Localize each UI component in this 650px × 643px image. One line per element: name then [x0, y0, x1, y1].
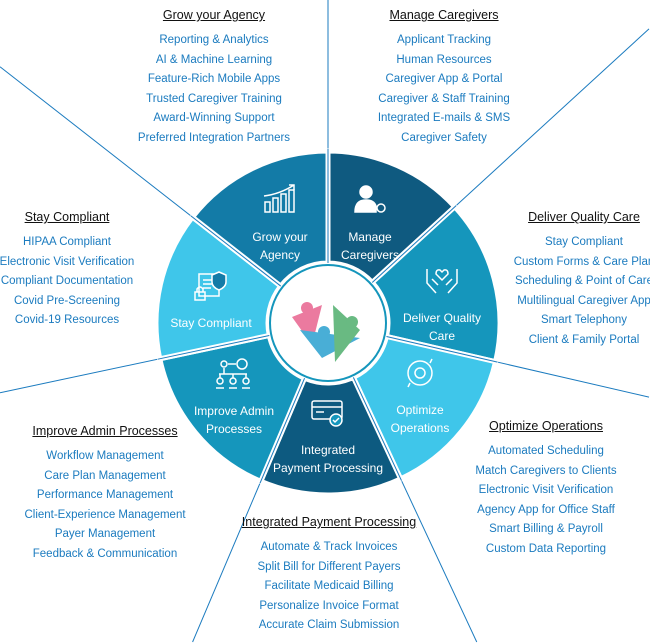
feature-link[interactable]: HIPAA Compliant: [23, 236, 111, 248]
user-gear-icon: [352, 184, 388, 216]
section-payment: Integrated Payment Processing Automate &…: [219, 514, 439, 636]
feature-link[interactable]: Stay Compliant: [545, 236, 623, 248]
segment-label-line: Caregivers: [340, 248, 400, 262]
feature-link[interactable]: Multilingual Caregiver App: [517, 294, 650, 307]
feature-link[interactable]: Covid Pre-Screening: [13, 294, 121, 307]
wheel-segment[interactable]: [368, 203, 503, 365]
section-admin: Improve Admin Processes Workflow Managem…: [0, 423, 215, 564]
section-optimize: Optimize Operations Automated Scheduling…: [436, 418, 650, 559]
feature-link[interactable]: Accurate Claim Submission: [258, 619, 400, 631]
feature-link[interactable]: Preferred Integration Partners: [137, 131, 291, 144]
logo-icon: [292, 302, 360, 362]
center-circle: [275, 270, 381, 376]
section-title: Manage Caregivers: [389, 8, 499, 22]
section-title: Optimize Operations: [489, 419, 603, 433]
feature-link[interactable]: Workflow Management: [46, 450, 164, 462]
segment-label-line: Manage: [348, 230, 392, 244]
section-title: Deliver Quality Care: [528, 210, 640, 224]
feature-link[interactable]: Applicant Tracking: [397, 34, 491, 46]
feature-link[interactable]: Client & Family Portal: [528, 333, 640, 346]
segment-label-line: Grow your: [252, 230, 308, 244]
segment-label-line: Integrated: [300, 443, 356, 457]
feature-link[interactable]: Payer Management: [54, 528, 156, 540]
segment-label-line: Operations: [390, 421, 450, 435]
feature-link[interactable]: Smart Telephony: [540, 314, 628, 326]
org-chart-gear-icon: [216, 358, 252, 390]
document-shield-lock-icon: [193, 270, 229, 302]
segment-label-line: Improve Admin: [193, 404, 275, 418]
feature-link[interactable]: Facilitate Medicaid Billing: [264, 580, 394, 592]
feature-link[interactable]: Feature-Rich Mobile Apps: [147, 73, 281, 85]
divider-line: [352, 377, 402, 481]
feature-link[interactable]: Automated Scheduling: [488, 445, 604, 457]
feature-link[interactable]: Integrated E-mails & SMS: [377, 112, 511, 124]
feature-link[interactable]: Caregiver & Staff Training: [378, 92, 510, 105]
divider-line: [386, 336, 498, 363]
feature-link[interactable]: Scheduling & Point of Care: [514, 275, 650, 287]
feature-link[interactable]: Custom Data Reporting: [485, 542, 607, 555]
feature-link[interactable]: Covid-19 Resources: [14, 314, 120, 326]
feature-link[interactable]: Smart Billing & Payroll: [489, 523, 603, 535]
feature-link[interactable]: Electronic Visit Verification: [478, 484, 614, 496]
divider-line: [157, 334, 270, 360]
segment-label-line: Processes: [205, 422, 263, 436]
wheel-segment[interactable]: [257, 374, 405, 498]
segment-label-line: Deliver Quality: [402, 311, 482, 325]
feature-link[interactable]: Automate & Track Invoices: [260, 541, 398, 553]
section-title: Integrated Payment Processing: [241, 515, 417, 529]
feature-link[interactable]: Performance Management: [36, 489, 174, 501]
feature-link[interactable]: Personalize Invoice Format: [259, 599, 399, 612]
wheel-segment[interactable]: [325, 148, 459, 286]
section-title: Improve Admin Processes: [32, 424, 178, 438]
feature-link[interactable]: Caregiver App & Portal: [385, 73, 503, 85]
wheel-segment[interactable]: [156, 332, 308, 485]
divider-line: [371, 205, 457, 283]
feature-link[interactable]: Electronic Visit Verification: [0, 255, 135, 268]
feature-link[interactable]: Trusted Caregiver Training: [146, 92, 282, 105]
section-title: Grow your Agency: [162, 8, 266, 22]
feature-link[interactable]: Award-Winning Support: [153, 112, 275, 124]
feature-link[interactable]: Caregiver Safety: [401, 131, 487, 144]
divider-line: [259, 378, 306, 484]
feature-link[interactable]: Care Plan Management: [44, 469, 166, 482]
feature-link[interactable]: Split Bill for Different Payers: [257, 560, 401, 573]
segment-label-line: Agency: [259, 248, 301, 262]
feature-link[interactable]: Agency App for Office Staff: [477, 503, 615, 516]
segment-label-line: Payment Processing: [272, 461, 384, 475]
segment-label-line: Stay Compliant: [170, 316, 252, 330]
feature-link[interactable]: Match Caregivers to Clients: [475, 464, 617, 477]
feature-link[interactable]: Custom Forms & Care Plan: [513, 255, 650, 268]
section-title: Stay Compliant: [24, 210, 110, 224]
heart-hands-icon: [424, 265, 460, 297]
gear-cycle-icon: [402, 357, 438, 389]
feature-link[interactable]: AI & Machine Learning: [155, 53, 273, 66]
feature-link[interactable]: Client-Experience Management: [24, 508, 186, 521]
feature-link[interactable]: Compliant Documentation: [0, 275, 134, 287]
segment-label-line: Optimize: [396, 403, 444, 417]
segment-label-line: Care: [428, 329, 455, 343]
feature-link[interactable]: Reporting & Analytics: [159, 34, 269, 46]
segment-label: Stay Compliant: [151, 314, 271, 332]
wheel-segment[interactable]: [350, 333, 499, 483]
feature-link[interactable]: Feedback & Communication: [32, 547, 178, 560]
feature-link[interactable]: Human Resources: [396, 53, 492, 66]
divider-line: [190, 215, 282, 287]
bar-chart-growth-icon: [262, 184, 298, 216]
credit-card-check-icon: [310, 397, 346, 429]
